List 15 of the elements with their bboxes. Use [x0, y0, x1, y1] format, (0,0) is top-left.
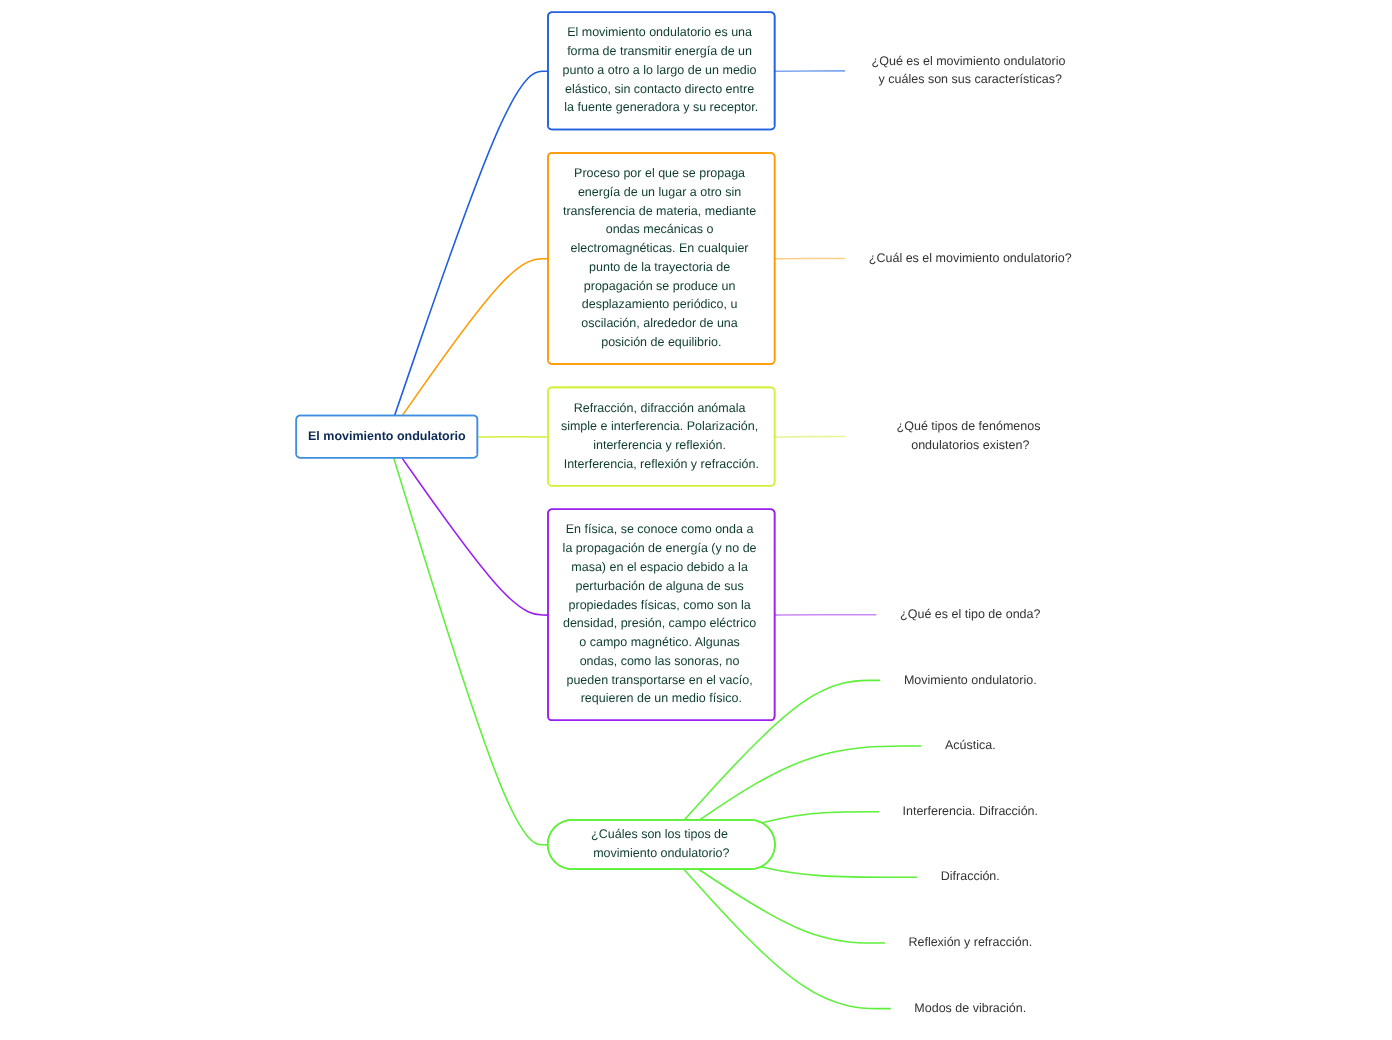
connector — [401, 456, 550, 615]
connector — [774, 434, 847, 437]
connector — [698, 867, 886, 943]
connector — [698, 744, 923, 821]
connector — [683, 867, 892, 1009]
connector — [774, 256, 847, 259]
connector — [774, 69, 847, 72]
connector — [761, 865, 919, 878]
connector — [774, 613, 878, 615]
connector — [477, 434, 550, 437]
connector — [401, 256, 550, 416]
connector — [761, 809, 881, 823]
connector — [393, 69, 550, 416]
connector — [683, 678, 882, 821]
connector — [393, 456, 550, 845]
